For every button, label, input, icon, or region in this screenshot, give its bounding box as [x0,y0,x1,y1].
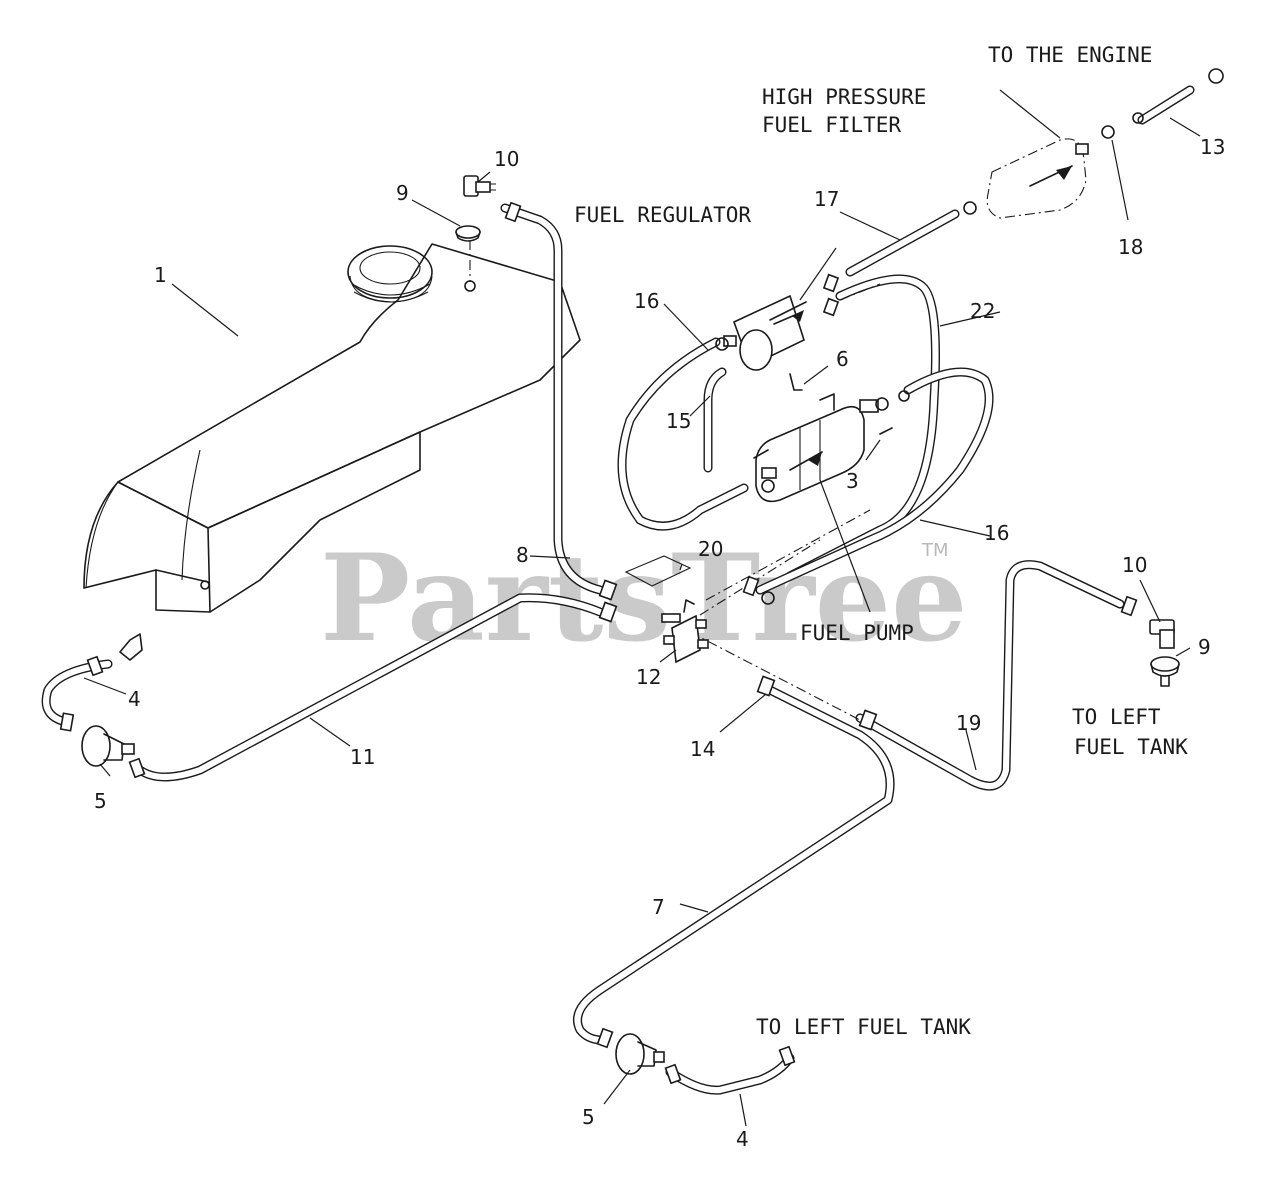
label-fuel-pump: FUEL PUMP [800,621,914,645]
watermark-trademark: TM [921,540,949,561]
decal-20 [624,555,692,587]
hose-15 [703,367,727,473]
callout-16-upper: 16 [634,289,659,313]
grommet-9-right [1150,656,1180,687]
label-to-left-tank-right-1: TO LEFT [1072,705,1161,729]
callout-3: 3 [846,469,859,493]
callout-15: 15 [666,409,691,433]
callout-5-left: 5 [94,789,107,813]
label-hp-filter-2: FUEL FILTER [762,113,901,137]
callout-7: 7 [652,895,665,919]
high-pressure-fuel-filter [963,68,1224,219]
hose-clamps [59,201,1138,1085]
callout-14: 14 [690,737,715,761]
callout-5-bottom: 5 [582,1105,595,1129]
hose-4-left [41,659,113,727]
callout-19: 19 [956,711,981,735]
callout-17: 17 [814,187,839,211]
callout-9-top: 9 [396,181,409,205]
hose-7 [573,685,895,1045]
inline-filter-5-left [81,725,135,767]
callout-12: 12 [636,665,661,689]
hose-11 [135,593,605,782]
elbow-fitting-10-top [463,175,496,197]
hose-13 [1137,85,1195,125]
hose-16-upper [617,337,749,531]
label-to-left-tank-right-2: FUEL TANK [1074,735,1188,759]
callout-4-bottom: 4 [736,1127,749,1151]
callout-10-top: 10 [494,147,519,171]
label-to-left-tank-bottom: TO LEFT FUEL TANK [756,1015,971,1039]
callout-13: 13 [1200,135,1225,159]
hose-8 [500,203,605,595]
callout-10-right: 10 [1122,553,1147,577]
hose-4-bottom [665,1053,795,1095]
inline-filter-5-bottom [615,1033,665,1075]
callout-22: 22 [970,299,995,323]
grommet-9-top [455,225,481,242]
tank-elbow-left [119,633,143,661]
callout-1: 1 [154,263,167,287]
fuel-pump [753,390,910,503]
leader-lines [83,89,1201,1127]
callout-18: 18 [1118,235,1143,259]
elbow-fitting-10-right [1149,619,1175,649]
hose-19 [855,560,1125,791]
hose-22 [785,274,940,581]
callout-8: 8 [516,543,529,567]
callout-16-lower: 16 [984,521,1009,545]
hose-16-loop [755,367,994,595]
hose-17 [845,209,960,277]
watermark-brand: PartsTree [320,528,967,669]
fuel-tank [83,240,581,613]
label-hp-filter-1: HIGH PRESSURE [762,85,926,109]
callout-4-left: 4 [128,687,141,711]
label-to-engine: TO THE ENGINE [988,43,1152,67]
label-fuel-regulator: FUEL REGULATOR [574,203,751,227]
callout-6: 6 [836,347,849,371]
fuel-regulator [715,294,807,391]
callout-9-right: 9 [1198,635,1211,659]
callout-11: 11 [350,745,375,769]
callout-20: 20 [698,537,723,561]
